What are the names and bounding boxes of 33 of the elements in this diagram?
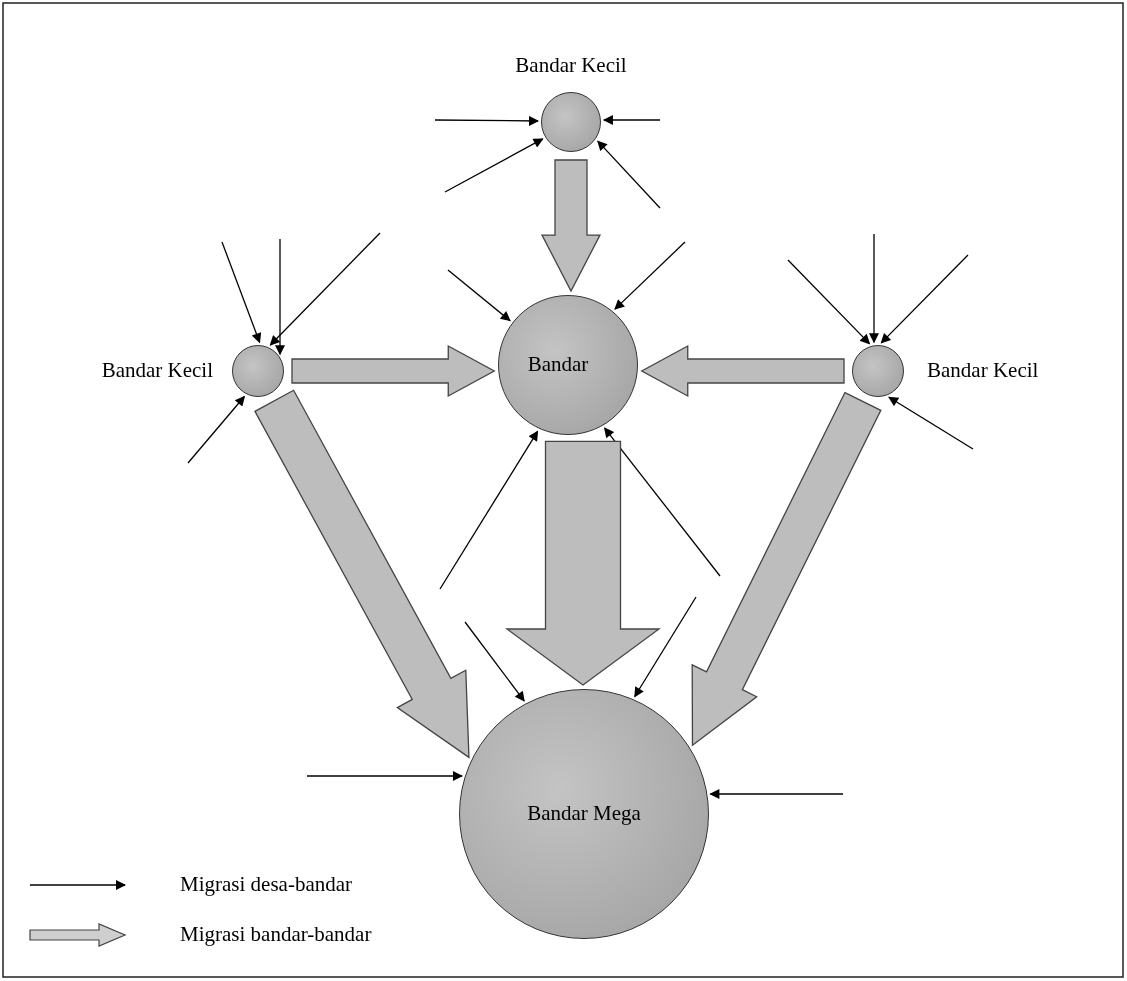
arrow xyxy=(434,115,539,126)
arrow xyxy=(439,430,539,590)
arrow xyxy=(464,621,525,702)
arrow xyxy=(880,254,969,344)
arrow xyxy=(604,427,721,577)
block-arrow xyxy=(291,344,496,398)
node-label: Bandar Kecil xyxy=(515,53,627,77)
arrow xyxy=(275,238,285,356)
arrow xyxy=(634,596,697,698)
node-label: Bandar Kecil xyxy=(927,359,1039,383)
arrow xyxy=(602,115,661,125)
block-arrow xyxy=(540,159,602,293)
arrow xyxy=(447,269,511,322)
block-arrow xyxy=(254,389,470,759)
arrow xyxy=(306,771,463,781)
arrow xyxy=(221,241,262,344)
arrow xyxy=(597,140,661,209)
node-label: Bandar Kecil xyxy=(101,359,213,383)
arrow xyxy=(869,233,879,344)
arrow xyxy=(787,259,871,345)
arrow xyxy=(269,232,381,346)
arrow xyxy=(709,789,844,799)
block-arrow xyxy=(640,344,845,398)
arrow xyxy=(444,138,544,193)
arrow xyxy=(187,395,246,464)
arrow xyxy=(614,241,686,310)
node-label: Bandar Mega xyxy=(527,802,641,826)
block-arrow xyxy=(505,440,661,686)
legend-label: Migrasi desa-bandar xyxy=(180,872,353,897)
block-arrow xyxy=(691,391,882,747)
node-label: Bandar xyxy=(527,353,589,377)
legend-label: Migrasi bandar-bandar xyxy=(180,922,372,947)
arrow xyxy=(888,396,974,450)
